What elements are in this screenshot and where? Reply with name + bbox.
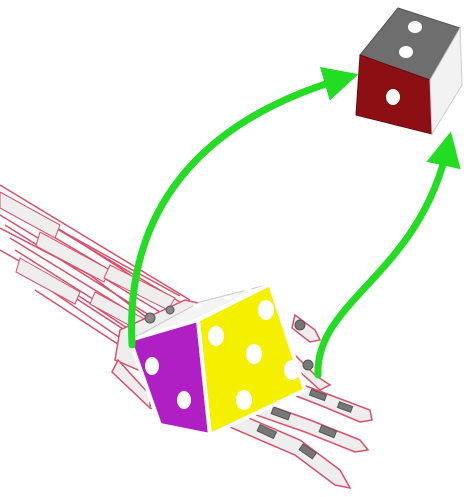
target-die xyxy=(356,8,462,134)
arrow-icon xyxy=(318,145,448,375)
